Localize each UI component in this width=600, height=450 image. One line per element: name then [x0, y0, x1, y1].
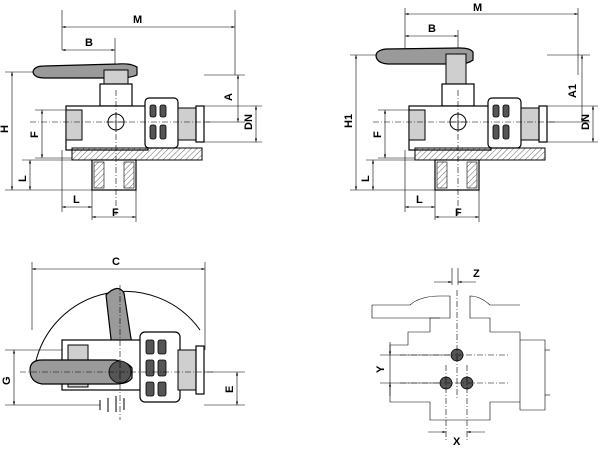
dim-l-horiz-label: L	[73, 194, 80, 206]
dim-h-label: H	[0, 125, 11, 133]
dim-c-label: C	[112, 256, 120, 268]
dim-a1-label: A1	[567, 84, 579, 98]
mounting-view: Z Y X	[371, 268, 550, 448]
dim-f-vert-label-2: F	[372, 131, 384, 138]
dim-g-label: G	[1, 376, 13, 385]
dim-h1-label: H1	[343, 114, 355, 128]
front-right-view: M B A1 DN	[343, 2, 598, 222]
dim-dn-label: DN	[243, 114, 255, 130]
front-left-view: M B A	[0, 10, 262, 222]
dim-e-label: E	[224, 386, 236, 393]
top-right-end	[195, 345, 205, 395]
handle-sweep-arc	[34, 290, 201, 366]
dim-x-label: X	[453, 436, 461, 448]
dim-f-horiz-label: F	[112, 207, 119, 219]
left-port-2	[408, 109, 426, 141]
dim-f-vert-label: F	[29, 131, 41, 138]
right-end	[195, 105, 205, 143]
handle-hub	[103, 69, 129, 85]
top-right-socket	[177, 349, 199, 391]
left-port	[65, 109, 83, 141]
dim-y-label: Y	[375, 365, 387, 373]
dim-a-label: A	[223, 93, 235, 101]
top-view: C G E	[1, 256, 245, 420]
dim-z-label: Z	[473, 268, 480, 280]
right-end-2	[538, 105, 548, 143]
dim-l-horiz-label-2: L	[416, 194, 423, 206]
dim-m-label: M	[133, 14, 142, 26]
dim-l-vert-label: L	[17, 175, 29, 182]
top-handle-upright	[105, 287, 133, 349]
dim-b-label: B	[85, 37, 93, 49]
dim-dn-label-2: DN	[580, 114, 592, 130]
dim-m-label-2: M	[473, 2, 482, 14]
handle-hub-2	[445, 53, 467, 85]
dim-b-label-2: B	[428, 23, 436, 35]
dim-l-vert-label-2: L	[360, 175, 372, 182]
dim-f-horiz-label-2: F	[455, 207, 462, 219]
mounting-outline	[372, 295, 546, 421]
